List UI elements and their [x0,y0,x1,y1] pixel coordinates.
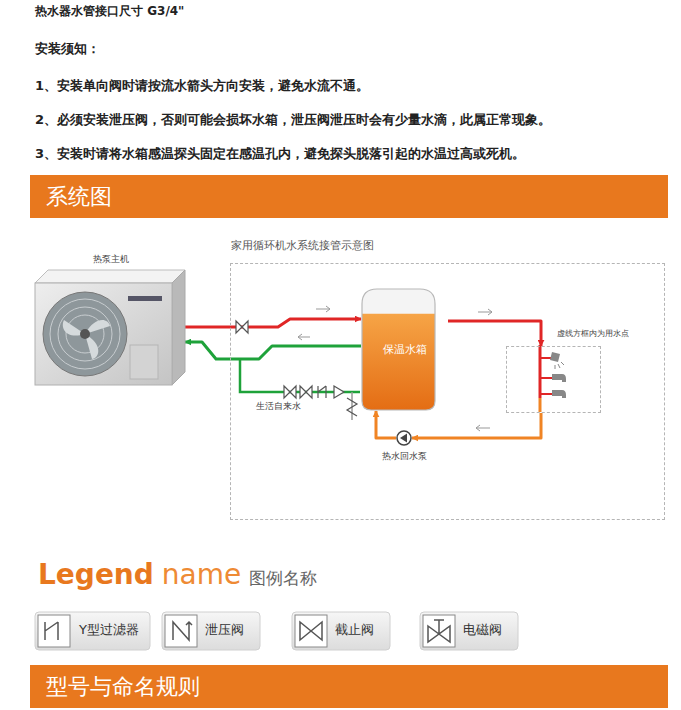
section-band-label: 型号与命名规则 [46,676,200,698]
section-band: 系统图 [30,175,668,218]
use-point-taps [540,345,566,412]
heat-pump-illustration [35,270,185,385]
use-point-box: 虚线方框内为用水点 [506,346,601,413]
use-point-box-label: 虚线方框内为用水点 [557,330,629,339]
legend-heading: name [162,560,241,591]
heat-pump-unit-label: 热泵主机 [93,255,129,265]
water-pipe [185,342,361,359]
notice-item: 3、安装时请将水箱感温探头固定在感温孔内，避免探头脱落引起的水温过高或死机。 [35,146,525,162]
water-pipe [185,319,361,327]
heat-pump-unit: 热泵主机 [35,270,185,385]
legend-icons [35,612,518,650]
pump-symbol [396,430,412,446]
system-region-label: 家用循环机水系统接管示意图 [231,240,374,252]
spec-line: 热水器水管接口尺寸 G3/4" [35,4,184,18]
water-tank-label: 保温水箱 [361,343,448,355]
notice-item: 1、安装单向阀时请按流水箭头方向安装，避免水流不通。 [35,78,369,94]
legend-label: 截止阀 [335,622,374,638]
legend-label: 泄压阀 [205,622,244,638]
legend-label: Y型过滤器 [79,622,139,638]
section-band-label: 系统图 [46,186,112,208]
return-pump-label: 热水回水泵 [382,452,427,462]
water-pipe [376,411,396,438]
return-pump: 热水回水泵 [396,430,412,446]
supply-pipe [236,321,360,420]
legend-heading: Legend [38,560,154,591]
notice-heading: 安装须知： [35,41,100,57]
water-pipe [412,413,541,438]
system-region: 家用循环机水系统接管示意图保温水箱虚线方框内为用水点热水回水泵 [230,263,665,520]
legend-heading-row: Legend name 图例名称 [38,560,317,591]
pipe-label: 生活自来水 [256,401,301,411]
notice-item: 2、必须安装泄压阀，否则可能会损坏水箱，泄压阀泄压时会有少量水滴，此属正常现象。 [35,112,551,128]
legend-heading: 图例名称 [249,569,317,588]
legend-label: 电磁阀 [463,622,502,638]
water-tank: 保温水箱 [361,288,448,411]
water-pipe [448,321,541,346]
section-band: 型号与命名规则 [30,665,668,708]
